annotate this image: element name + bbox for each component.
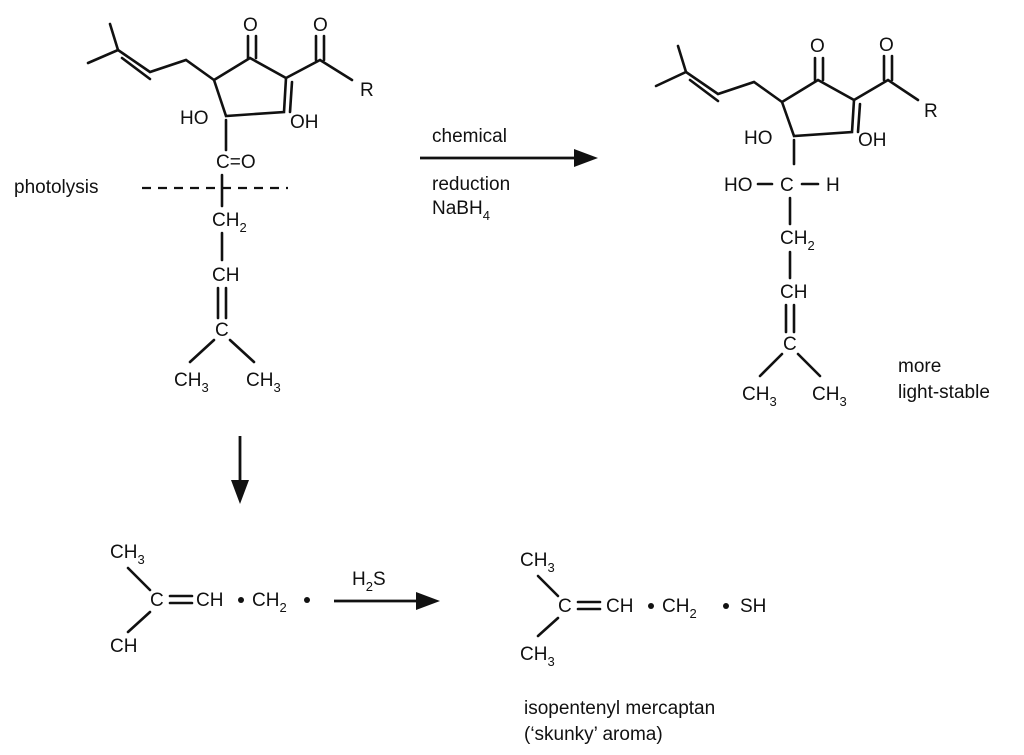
- h2s-step: H2S: [334, 569, 440, 610]
- right-acyl-double-bond: [882, 54, 894, 82]
- right-methyl-left: CH3: [742, 384, 777, 409]
- left-r-group: R: [360, 80, 374, 101]
- right-ring-bond: [780, 78, 856, 138]
- left-keto-bond: [246, 34, 258, 60]
- photolysis-down-arrow: [231, 436, 249, 504]
- right-keto-oxygen: O: [810, 36, 825, 57]
- product-name-line1: isopentenyl mercaptan: [524, 698, 715, 719]
- left-alkene-double-bond: [216, 286, 228, 320]
- left-prenyl-chain-bond: [86, 48, 216, 82]
- left-molecule: O O R HO OH C=O CH2 CH C CH3 CH3: [86, 15, 374, 395]
- radical-double-bond: [168, 594, 194, 605]
- photolysis-cleavage: photolysis: [14, 177, 288, 198]
- left-carbonyl-label: C=O: [216, 152, 256, 173]
- radical-ch2-label: CH2: [252, 590, 287, 615]
- right-alkene-double-bond: [784, 303, 796, 334]
- product-methyl-top: CH3: [520, 550, 555, 575]
- radical-upper-bond: [126, 566, 152, 592]
- left-ch-label: CH: [212, 265, 239, 286]
- left-hydroxyl-oh: OH: [290, 112, 319, 133]
- left-ring-double-bond: [288, 80, 294, 114]
- left-prenyl-methyl-bond: [108, 22, 120, 52]
- right-methyl-right: CH3: [812, 384, 847, 409]
- down-arrow-head: [231, 480, 249, 504]
- right-carbinol-ho: HO: [724, 175, 753, 196]
- right-ch-label: CH: [780, 282, 807, 303]
- right-hydroxyl-oh: OH: [858, 130, 887, 151]
- left-keto-oxygen: O: [243, 15, 258, 36]
- right-r-group: R: [924, 101, 938, 122]
- product-lower-bond: [536, 616, 560, 638]
- product-methyl-bottom: CH3: [520, 644, 555, 669]
- reduction-arrow-head: [574, 149, 598, 167]
- right-c-label: C: [783, 334, 797, 355]
- left-methyl-left: CH3: [174, 370, 209, 395]
- right-keto-bond: [813, 56, 825, 82]
- product-double-bond: [576, 600, 602, 611]
- radical-lower-bond: [126, 610, 152, 634]
- reduction-label-reduction: reduction: [432, 174, 510, 195]
- right-note-line1: more: [898, 356, 941, 377]
- reduction-reagent: NaBH4: [432, 198, 490, 223]
- h2s-arrow-head: [416, 592, 440, 610]
- reduction-step: chemical reduction NaBH4: [420, 126, 598, 223]
- left-hydroxyl-ho: HO: [180, 108, 209, 129]
- left-ch2-label: CH2: [212, 210, 247, 235]
- radical-ch-bottom: CH: [110, 636, 137, 657]
- right-gem-dimethyl-bonds: [758, 352, 822, 378]
- radical-bond-dot-1: [238, 597, 244, 603]
- product-ch2-label: CH2: [662, 596, 697, 621]
- radical-c-label: C: [150, 590, 164, 611]
- photolysis-label: photolysis: [14, 177, 99, 198]
- right-prenyl-double-bond: [688, 78, 720, 103]
- right-molecule: O O R HO OH HO C H CH2 CH C CH3 CH3 more…: [654, 35, 990, 409]
- product-bond-dot-1: [648, 603, 654, 609]
- left-c-label: C: [215, 320, 229, 341]
- h2s-label: H2S: [352, 569, 386, 594]
- product-molecule: CH3 C CH CH2 SH CH3 isopentenyl mercapta…: [520, 550, 766, 745]
- left-methyl-right: CH3: [246, 370, 281, 395]
- product-name-line2: (‘skunky’ aroma): [524, 724, 663, 745]
- radical-ch-label: CH: [196, 590, 223, 611]
- right-acyl-bond: [852, 78, 920, 102]
- left-acyl-bond: [284, 58, 354, 82]
- right-acyl-oxygen: O: [879, 35, 894, 56]
- right-prenyl-chain-bond: [654, 70, 784, 104]
- product-ch-label: CH: [606, 596, 633, 617]
- right-carbinol-h: H: [826, 175, 840, 196]
- left-ring-bond: [212, 56, 288, 118]
- left-acyl-double-bond: [314, 34, 326, 62]
- right-carbinol-c: C: [780, 175, 794, 196]
- left-prenyl-double-bond: [120, 56, 152, 81]
- reduction-label-chemical: chemical: [432, 126, 507, 147]
- radical-methyl-top: CH3: [110, 542, 145, 567]
- left-gem-dimethyl-bonds: [188, 338, 256, 364]
- radical-fragment: CH3 C CH CH2 CH: [110, 542, 310, 657]
- right-note-line2: light-stable: [898, 382, 990, 403]
- right-ch2-label: CH2: [780, 228, 815, 253]
- right-prenyl-methyl-bond: [676, 44, 688, 74]
- right-hydroxyl-ho: HO: [744, 128, 773, 149]
- product-bond-dot-2: [723, 603, 729, 609]
- radical-unpaired-dot: [304, 597, 310, 603]
- left-acyl-oxygen: O: [313, 15, 328, 36]
- product-sh-label: SH: [740, 596, 766, 617]
- right-ring-double-bond: [856, 102, 862, 134]
- product-upper-bond: [536, 574, 560, 598]
- product-c-label: C: [558, 596, 572, 617]
